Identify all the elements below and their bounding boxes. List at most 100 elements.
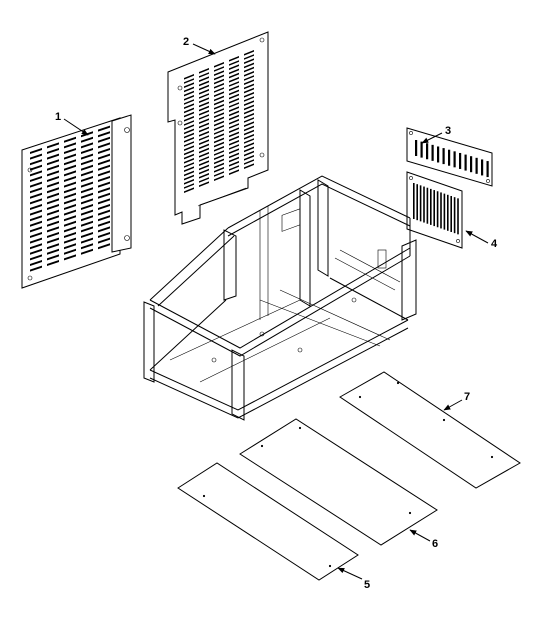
louver-slot xyxy=(30,204,42,210)
louver-slot xyxy=(214,150,224,156)
louver-slot xyxy=(244,100,254,106)
louver-slot xyxy=(229,144,239,150)
louver-slot xyxy=(229,119,239,125)
louver-slot xyxy=(30,148,42,154)
louver-slot xyxy=(214,74,224,81)
louver-slot xyxy=(47,209,59,216)
louver-slot xyxy=(244,54,254,60)
louver-slot xyxy=(229,110,239,117)
louver-slot xyxy=(199,93,209,99)
louver-slot xyxy=(214,70,224,76)
louver-slot xyxy=(30,248,42,255)
louver-slot xyxy=(64,209,76,216)
louver-slot xyxy=(440,192,442,229)
louver-slot xyxy=(426,187,429,224)
louver-slot xyxy=(64,204,76,210)
louver-slot xyxy=(184,145,194,151)
louver-slot xyxy=(98,226,110,233)
louver-slot xyxy=(423,186,425,223)
louver-slot xyxy=(184,99,194,105)
louver-slot xyxy=(64,226,76,233)
louver-slot xyxy=(453,151,456,168)
louver-slot xyxy=(81,192,93,199)
louver-slot xyxy=(244,50,254,56)
louver-slot xyxy=(199,156,209,162)
louver-slot xyxy=(30,220,42,227)
louver-slot xyxy=(81,170,93,177)
louver-slot xyxy=(184,153,194,160)
louver-slot xyxy=(30,192,42,199)
louver-slot xyxy=(81,187,93,194)
louver-slot xyxy=(47,248,59,255)
louver-slot xyxy=(419,185,422,222)
louver-slot xyxy=(199,80,209,87)
louver-slot xyxy=(199,152,209,158)
louver-slot xyxy=(199,76,209,82)
louver-slot xyxy=(184,137,194,143)
louver-slot xyxy=(98,136,110,143)
callout-2: 2 xyxy=(183,36,189,48)
louver-slot xyxy=(98,164,110,171)
louver-slot xyxy=(47,220,59,227)
louver-slot xyxy=(430,188,432,225)
louver-slot xyxy=(244,104,254,111)
louver-slot xyxy=(47,153,59,160)
louver-slot xyxy=(244,71,254,77)
louver-slot xyxy=(64,187,76,194)
louver-slot xyxy=(81,148,93,154)
louver-slot xyxy=(229,85,239,91)
louver-slot xyxy=(229,156,239,163)
louver-slot xyxy=(214,83,224,89)
louver-slot xyxy=(214,95,224,102)
louver-slot xyxy=(81,153,93,160)
callout-3: 3 xyxy=(445,125,451,137)
louver-slot xyxy=(30,164,42,171)
louver-slot xyxy=(229,161,239,167)
louver-slot xyxy=(413,183,415,219)
louver-slot xyxy=(30,170,42,177)
chassis-frame xyxy=(143,175,417,421)
louver-slot xyxy=(64,248,76,255)
louver-slot xyxy=(184,162,194,168)
louver-slot xyxy=(30,181,42,188)
louver-slot xyxy=(244,155,254,161)
louver-slot xyxy=(184,179,194,185)
louver-slot xyxy=(81,243,93,250)
louver-slot xyxy=(199,101,209,108)
louver-slot xyxy=(481,159,484,176)
louver-slot xyxy=(214,104,224,110)
louver-slot xyxy=(184,107,194,114)
louver-slot xyxy=(447,194,449,231)
louver-slot xyxy=(229,77,239,83)
louver-slot xyxy=(81,220,93,227)
louver-slot xyxy=(199,181,209,187)
louver-slot xyxy=(244,113,254,119)
louver-slot xyxy=(30,243,42,250)
louver-slot xyxy=(214,137,224,144)
louver-slot xyxy=(244,92,254,98)
louver-slot xyxy=(443,193,446,230)
louver-slot xyxy=(244,121,254,127)
louver-slot xyxy=(214,175,224,181)
louver-slot xyxy=(244,62,254,69)
louver-slot xyxy=(229,106,239,112)
louver-slot xyxy=(442,148,445,165)
callout-5: 5 xyxy=(364,579,370,591)
part-1-louvered-side-panel xyxy=(21,114,132,289)
louver-slot xyxy=(214,112,224,118)
callout-4: 4 xyxy=(491,238,498,250)
louver-slot xyxy=(30,265,42,272)
louver-slot xyxy=(229,165,239,171)
louver-slot xyxy=(47,159,59,166)
louver-slot xyxy=(464,154,467,171)
louver-slot xyxy=(30,232,42,238)
louver-slot xyxy=(244,134,254,140)
louver-slot xyxy=(199,139,209,145)
louver-slot xyxy=(214,133,224,139)
louver-slot xyxy=(244,66,254,73)
louver-slot xyxy=(47,198,59,205)
louver-slot xyxy=(30,254,42,261)
louver-slot xyxy=(214,108,224,114)
louver-slot xyxy=(98,204,110,210)
